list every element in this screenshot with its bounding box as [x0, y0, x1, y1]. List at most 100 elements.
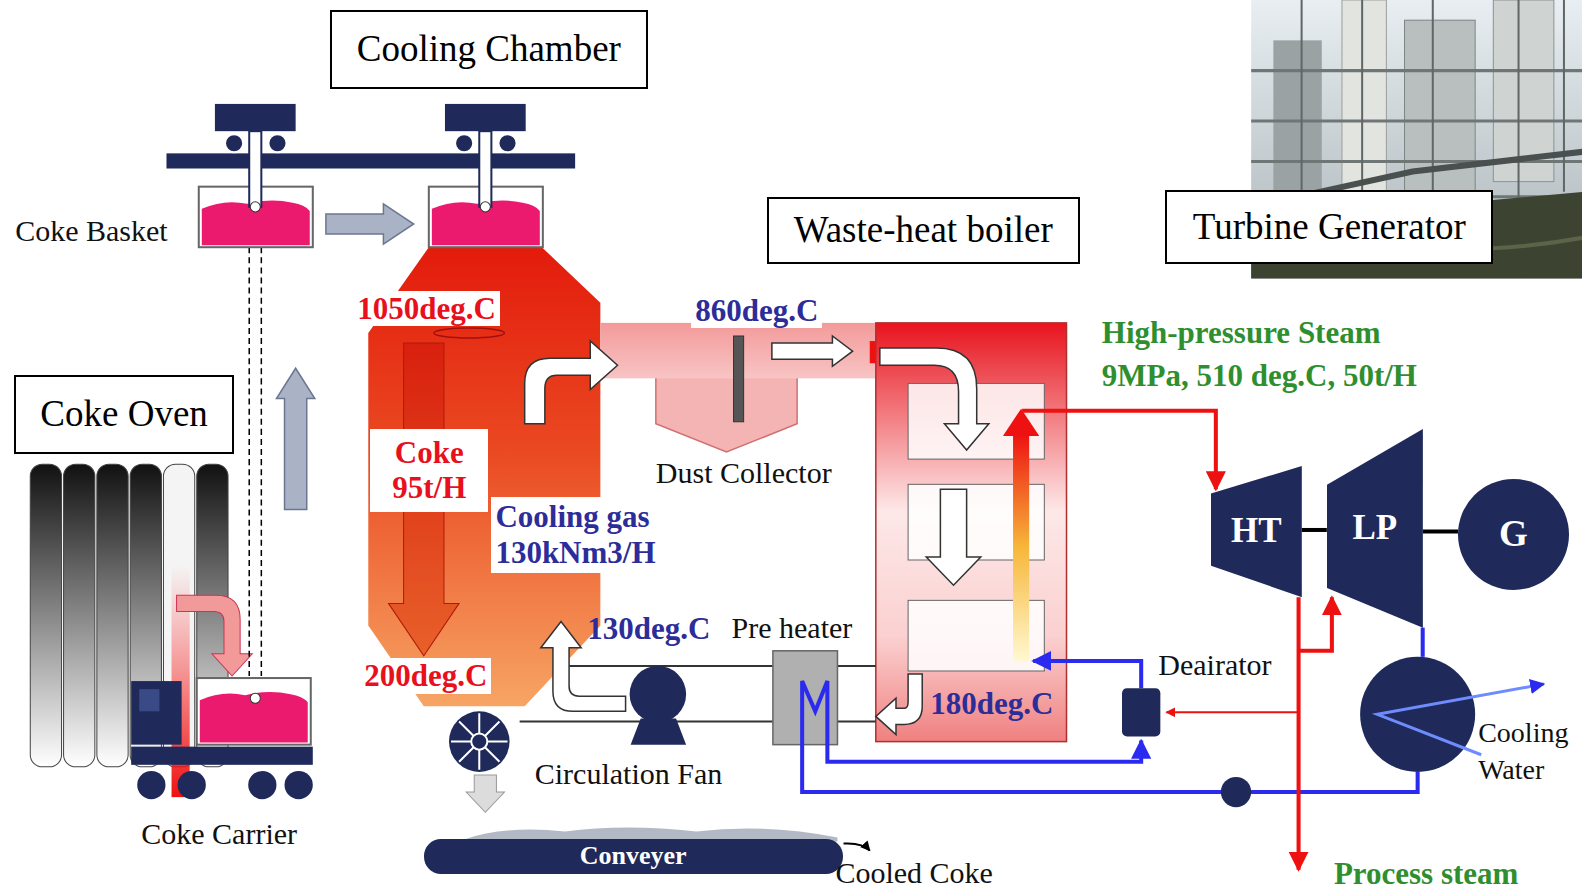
turbine-stage: HT	[1211, 466, 1302, 597]
boiler-body	[876, 674, 922, 735]
coke-basket	[432, 201, 540, 246]
coke-carrier	[131, 747, 313, 765]
coke-carrier	[137, 771, 165, 799]
lift-path	[276, 368, 314, 509]
water-steam-circuit	[1022, 411, 1216, 490]
lift-path	[249, 247, 261, 676]
generator-circle: G	[1458, 479, 1569, 590]
part-label: Pre heater	[732, 611, 853, 646]
coke-carrier	[131, 678, 313, 799]
coke-basket	[202, 201, 310, 246]
coke-oven-battery	[97, 464, 128, 767]
boiler-body	[876, 323, 1067, 742]
node-text: Waste-heat boiler	[794, 210, 1053, 251]
coke-oven-battery	[64, 464, 95, 767]
temperature-label: 130deg.C	[587, 611, 710, 647]
water-steam-circuit	[1166, 711, 1298, 713]
flow-label: Coke 95t/H	[370, 429, 488, 512]
turbine-shaft	[1423, 529, 1458, 533]
part-label: Coke Basket	[15, 214, 167, 249]
discharge-valve	[466, 775, 504, 812]
boiler-body	[1013, 434, 1029, 661]
boiler-body	[926, 489, 980, 585]
discharge-valve	[451, 713, 508, 770]
crane-rail	[445, 104, 526, 131]
turbine-outline	[1211, 466, 1302, 597]
boiler-body	[880, 348, 989, 450]
node-text: Coke Oven	[40, 394, 208, 435]
water-steam-circuit	[1221, 777, 1251, 807]
coke-basket	[250, 202, 260, 212]
process-illustration	[30, 0, 1582, 870]
crane-rail	[215, 104, 296, 131]
crane-rail	[166, 153, 575, 168]
title-box: Waste-heat boiler	[767, 197, 1080, 265]
node-text: G	[1499, 514, 1528, 555]
temperature-label: 860deg.C	[691, 293, 822, 329]
turbine-stage: LP	[1327, 429, 1423, 628]
gas-duct	[525, 341, 618, 424]
gas-duct	[734, 336, 744, 422]
part-label: Dust Collector	[656, 456, 832, 491]
cooling-chamber-body	[434, 328, 505, 338]
node-text: LP	[1352, 509, 1397, 548]
coke-basket	[249, 131, 261, 207]
steam-label: Process steam	[1334, 858, 1519, 889]
return-duct	[630, 666, 687, 723]
coke-carrier	[200, 692, 308, 743]
crane-rail	[166, 104, 575, 169]
conveyor-belt: Conveyer	[424, 839, 843, 873]
temperature-label: 200deg.C	[360, 658, 491, 694]
discharge-valve	[844, 843, 870, 850]
crane-rail	[498, 134, 516, 152]
node-text: HT	[1231, 512, 1282, 551]
coke-carrier	[178, 771, 206, 799]
coke-carrier	[250, 693, 260, 703]
discharge-valve	[471, 734, 487, 750]
coke-carrier	[139, 689, 159, 711]
boiler-body	[1003, 409, 1039, 436]
steam-label: High-pressure Steam	[1102, 315, 1381, 351]
coke-oven-battery	[30, 464, 61, 767]
water-steam-circuit	[1033, 661, 1141, 688]
gas-duct	[525, 323, 880, 452]
output-label: Cooled Coke	[835, 858, 993, 888]
title-box: Coke Oven	[14, 375, 234, 454]
water-steam-circuit	[1299, 597, 1332, 650]
water-steam-circuit	[1297, 597, 1301, 869]
coke-carrier	[248, 771, 276, 799]
boiler-body	[876, 323, 1067, 742]
water-steam-circuit	[1122, 688, 1160, 736]
gas-duct	[772, 336, 853, 366]
crane-rail	[455, 134, 473, 152]
water-steam-circuit	[802, 681, 1417, 792]
node-text: Turbine Generator	[1193, 207, 1466, 248]
coke-basket	[326, 204, 414, 244]
title-box: Cooling Chamber	[330, 10, 648, 89]
temperature-label: 1050deg.C	[353, 291, 500, 327]
steam-spec: 9MPa, 510 deg.C, 50t/H	[1102, 358, 1417, 394]
coke-basket	[199, 131, 543, 247]
coke-basket	[479, 131, 491, 207]
part-label: Coke Carrier	[141, 817, 297, 852]
turbine-outline	[1327, 429, 1423, 628]
return-duct	[631, 718, 686, 744]
plant-photo	[1342, 0, 1386, 222]
part-label: Cooling Water	[1478, 715, 1578, 788]
node-text: Cooling Chamber	[357, 29, 621, 70]
coke-basket	[480, 202, 490, 212]
push-arrow	[177, 595, 253, 676]
node-text: Conveyer	[580, 842, 687, 871]
discharge-valve	[449, 711, 510, 772]
push-arrow	[177, 595, 253, 676]
part-label: Circulation Fan	[535, 757, 722, 792]
coke-carrier	[131, 681, 181, 745]
temperature-label: 180deg.C	[930, 686, 1053, 722]
water-steam-circuit	[1421, 628, 1425, 657]
part-label: Deairator	[1158, 648, 1271, 683]
title-box: Turbine Generator	[1165, 190, 1493, 265]
flow-label: Cooling gas 130kNm3/H	[491, 497, 667, 572]
crane-rail	[268, 134, 286, 152]
